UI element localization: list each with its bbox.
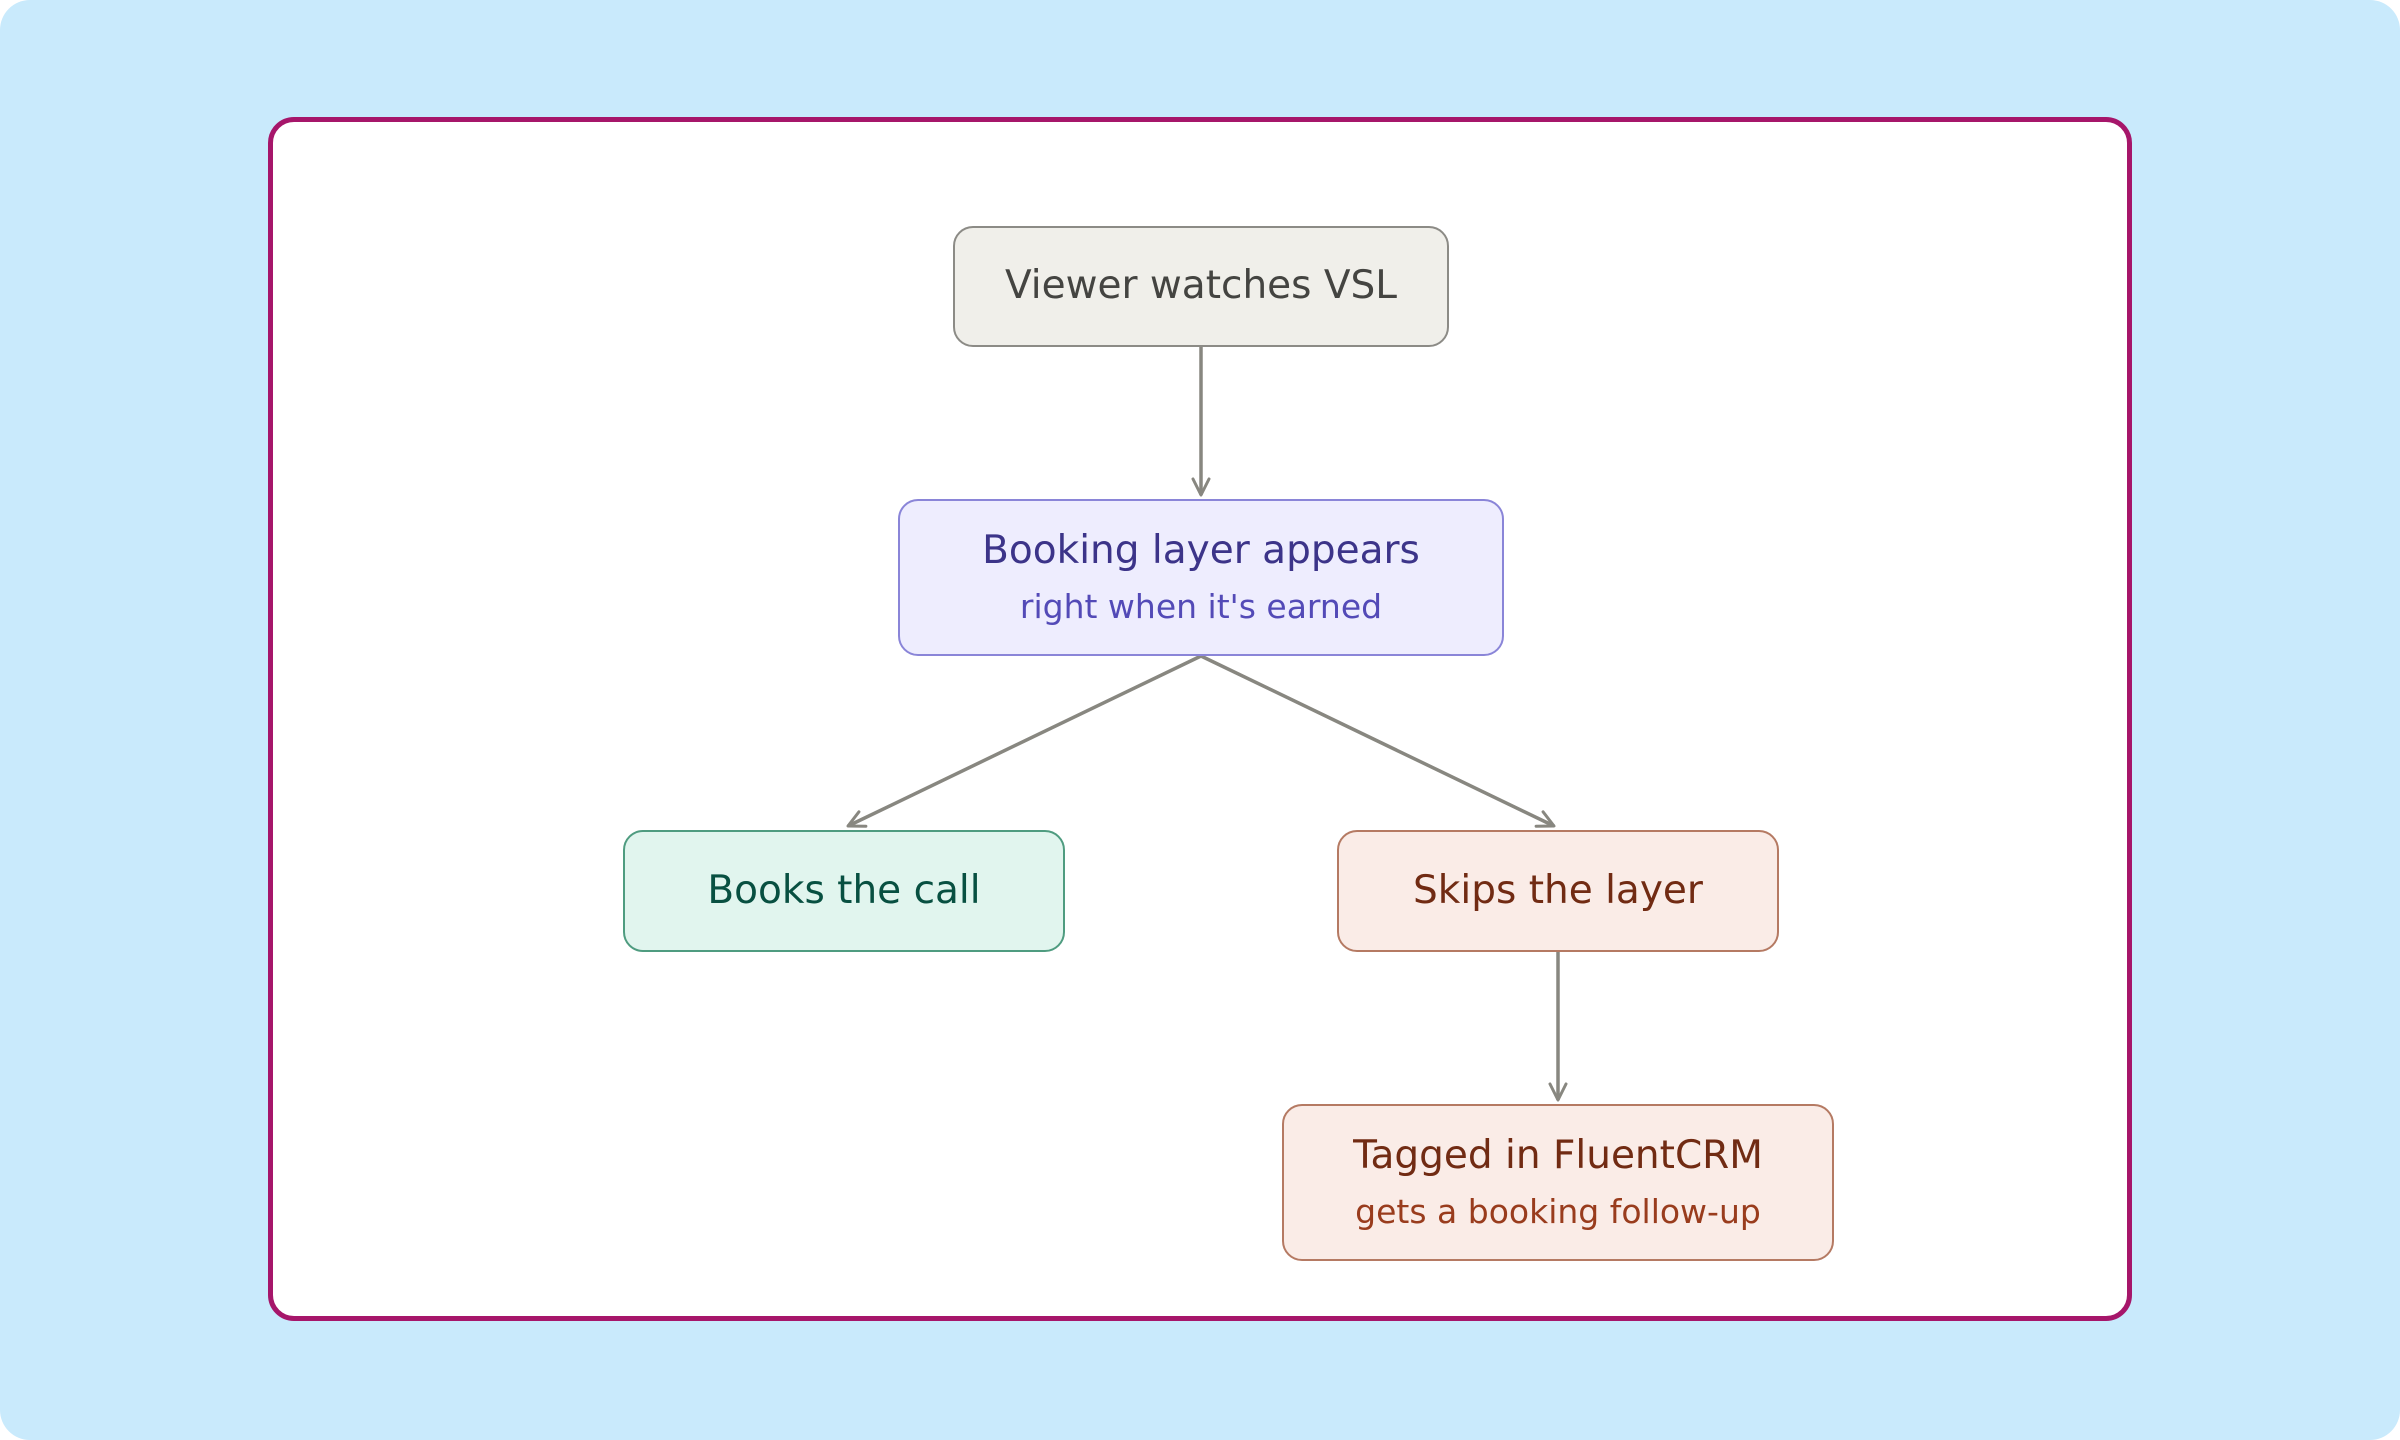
node-viewer-watches-vsl: Viewer watches VSL [953,226,1449,347]
node-subtitle: gets a booking follow-up [1355,1191,1761,1231]
node-tagged-in-fluentcrm: Tagged in FluentCRM gets a booking follo… [1282,1104,1834,1261]
node-title: Tagged in FluentCRM [1353,1133,1763,1179]
node-title: Viewer watches VSL [1004,263,1398,309]
node-subtitle: right when it's earned [1019,586,1383,626]
node-title: Skips the layer [1413,867,1703,913]
arrow-booking-to-skips [1200,654,1556,828]
arrow-booking-to-books [846,654,1202,828]
node-title: Books the call [707,867,981,913]
node-title: Booking layer appears [982,528,1420,574]
node-books-the-call: Books the call [623,830,1065,952]
node-booking-layer-appears: Booking layer appears right when it's ea… [898,499,1504,656]
node-skips-the-layer: Skips the layer [1337,830,1779,952]
